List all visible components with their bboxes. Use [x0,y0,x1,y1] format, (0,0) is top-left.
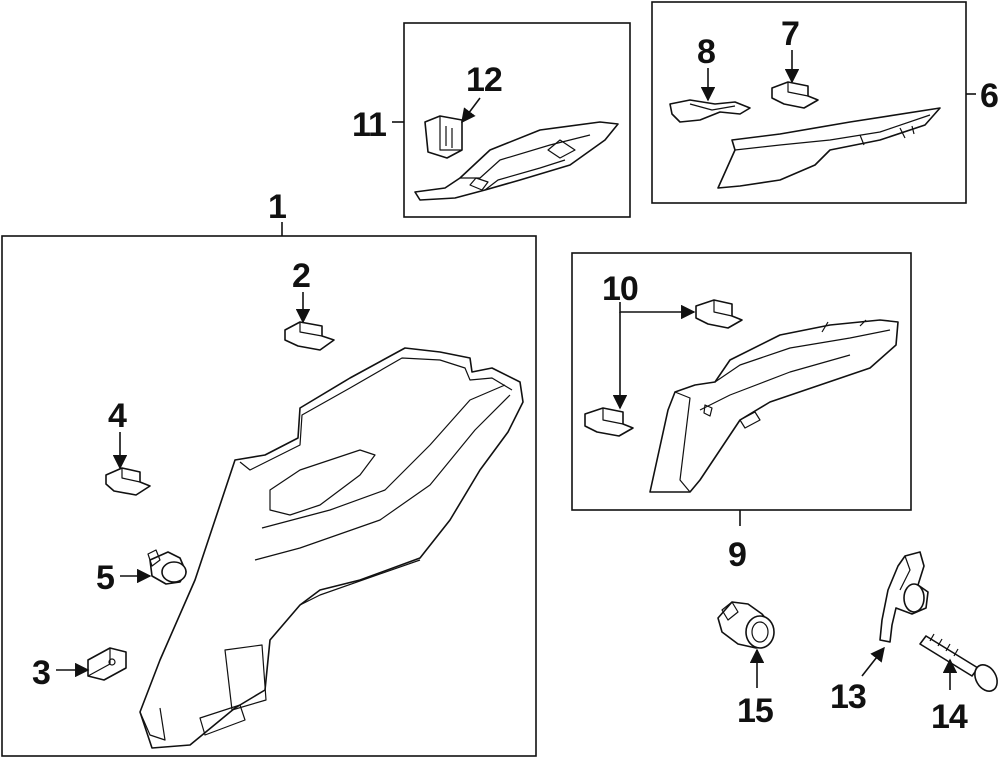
callout-10: 10 [602,270,638,308]
part-15-grommet [717,601,775,649]
shelf-trim-piece [717,107,941,189]
part-13-bracket [879,551,929,643]
callout-4: 4 [108,397,127,435]
callout-11: 11 [352,106,386,144]
group-11-frame [403,22,631,218]
upper-trim-piece [414,121,619,201]
callout-3: 3 [32,654,50,692]
group-1-frame [1,235,537,757]
callout-14: 14 [931,698,968,736]
part-10-clip-upper [695,299,743,329]
part-14-bolt [919,633,998,692]
side-trim-piece [649,319,899,493]
callout-1: 1 [268,188,286,226]
callout-7: 7 [781,15,799,53]
callout-2: 2 [292,257,310,295]
part-4-clip [105,467,151,496]
part-5-push-fastener [147,549,187,585]
group-11-upper-trim: 11 12 [352,22,631,218]
group-1-quarter-trim: 1 2 4 [1,188,537,757]
callout-13-leader [861,646,885,677]
callout-12: 12 [466,61,502,99]
callout-12-leader [461,97,481,124]
callout-6: 6 [980,77,998,115]
group-9-frame [571,252,912,511]
part-3-nut-clip [87,647,127,681]
part-7-clip [771,81,819,109]
part-10-clip-lower [584,407,634,437]
part-2-clip [284,321,335,351]
part-8-harness-clip [669,99,751,123]
callout-9: 9 [728,536,746,574]
callout-15: 15 [737,692,773,730]
group-9-side-trim: 9 10 [571,252,912,574]
callout-8: 8 [697,33,715,71]
part-12-retainer [424,115,463,159]
quarter-trim-panel [139,347,524,749]
callout-13: 13 [830,678,866,716]
group-6-shelf-trim: 6 8 7 [651,1,999,204]
callout-5: 5 [96,559,114,597]
group-6-frame [651,1,967,204]
